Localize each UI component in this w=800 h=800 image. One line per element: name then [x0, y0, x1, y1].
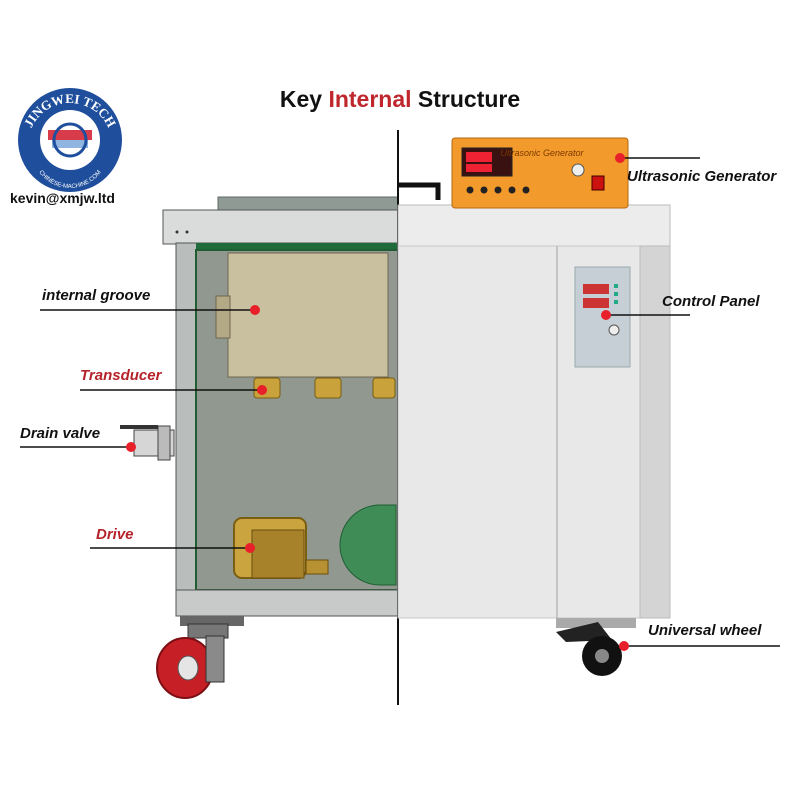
red-wheel	[156, 623, 229, 699]
title-prefix: Key	[279, 86, 323, 112]
callout-dots	[126, 153, 629, 651]
title-highlight: Internal	[328, 86, 412, 112]
title-suffix: Structure	[417, 86, 521, 112]
ultrasonic-generator-graphic: Ultrasonic Generator	[451, 137, 629, 209]
drive-unit	[233, 504, 397, 586]
label-ultrasonic-generator: Ultrasonic Generator	[627, 168, 777, 185]
contact-email: kevin@xmjw.ltd	[10, 190, 115, 206]
label-drive: Drive	[96, 526, 134, 543]
transducer-row	[253, 377, 396, 399]
callout-lines	[20, 157, 780, 647]
black-caster	[556, 618, 636, 676]
label-transducer: Transducer	[80, 367, 162, 384]
label-control-panel: Control Panel	[662, 293, 760, 310]
label-internal-groove: internal groove	[42, 287, 151, 304]
generator-panel-text: Ultrasonic Generator	[500, 148, 584, 158]
exterior-machine: Ultrasonic Generator	[397, 137, 671, 676]
cutaway-machine	[120, 196, 400, 699]
label-drain-valve: Drain valve	[20, 425, 101, 442]
label-universal-wheel: Universal wheel	[648, 622, 762, 639]
drain-valve	[120, 425, 175, 461]
page-title: Key Internal Structure	[0, 86, 800, 113]
